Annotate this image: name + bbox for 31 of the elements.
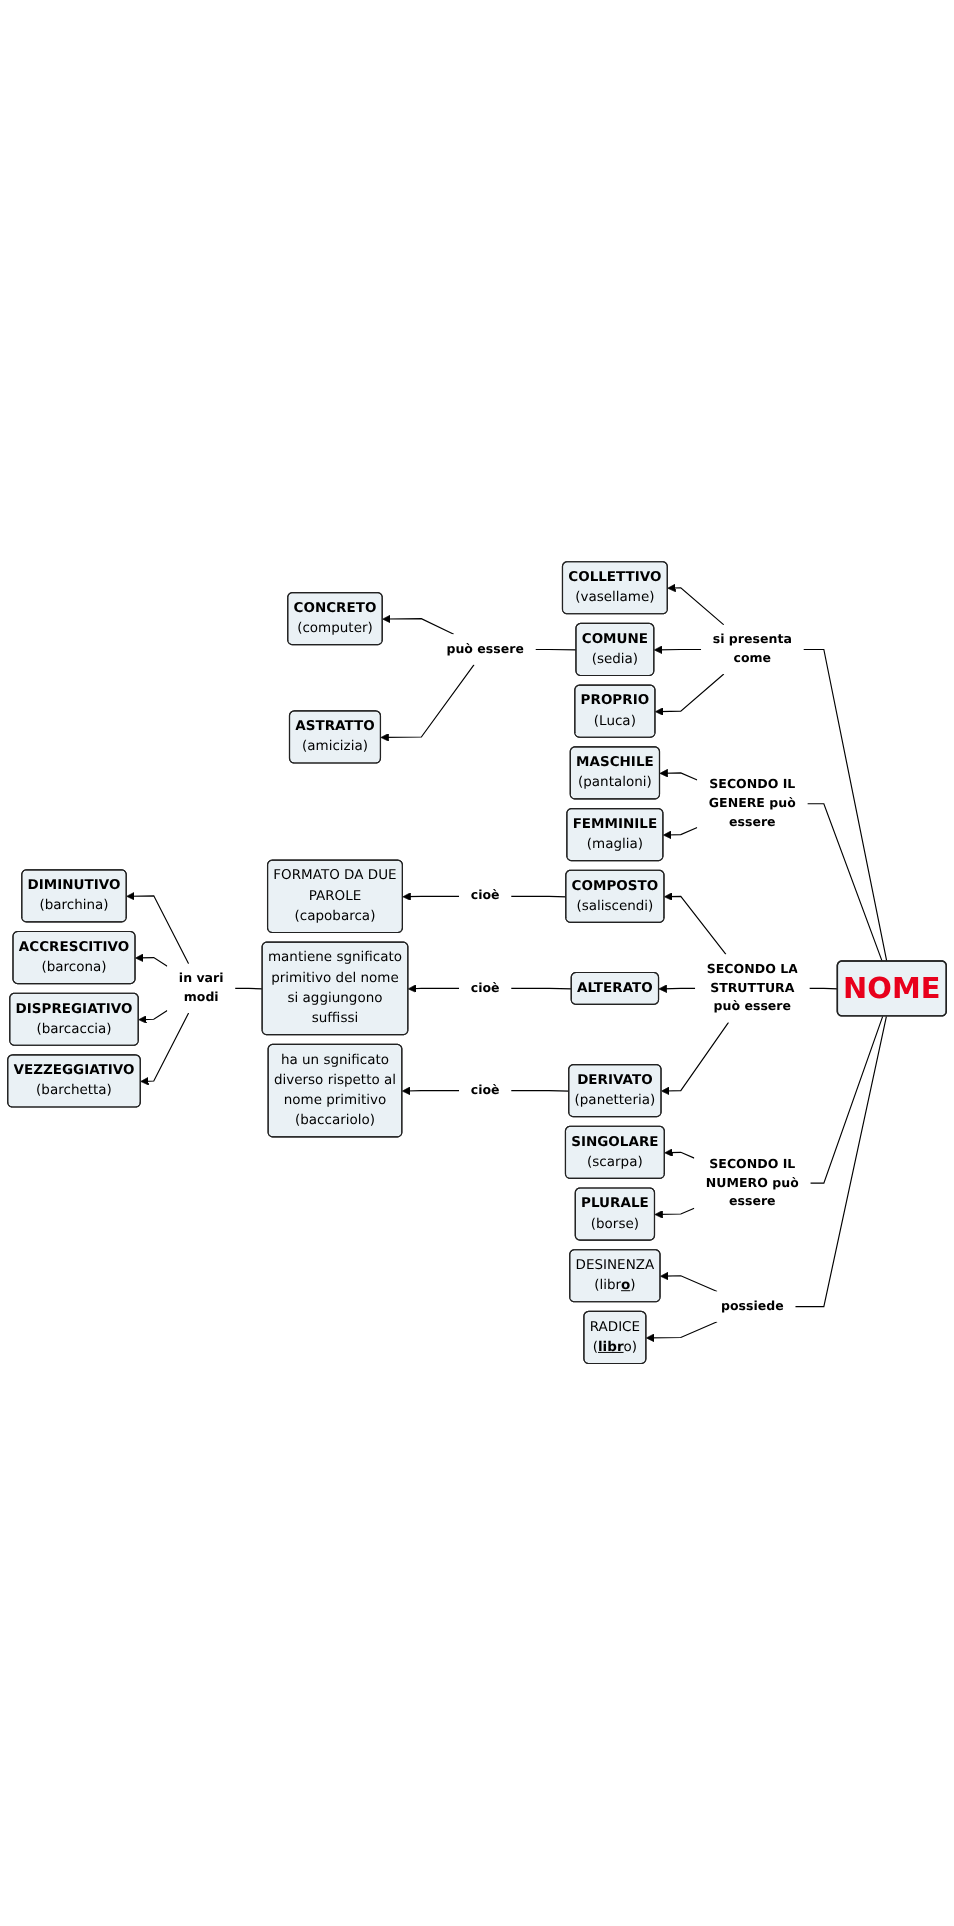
arrow <box>401 1087 460 1096</box>
connector <box>234 988 264 990</box>
arrow <box>663 827 698 840</box>
arrow <box>140 1012 190 1086</box>
arrow <box>659 769 698 781</box>
connector <box>809 1016 884 1185</box>
connector <box>794 1016 887 1308</box>
arrow <box>138 1010 168 1025</box>
connector <box>510 988 573 990</box>
arrow <box>658 984 696 994</box>
arrow <box>135 953 168 968</box>
arrow <box>664 1148 695 1160</box>
arrow <box>653 645 702 655</box>
connector <box>808 988 839 990</box>
arrow <box>126 892 190 965</box>
connector <box>510 896 567 898</box>
arrow <box>661 1022 730 1096</box>
arrow <box>664 892 727 956</box>
arrow <box>382 615 455 636</box>
arrow <box>645 1321 718 1343</box>
arrow <box>654 1208 695 1219</box>
arrow <box>660 1272 718 1293</box>
connector <box>806 803 883 963</box>
connector <box>802 649 888 963</box>
arrow <box>380 664 475 742</box>
arrow <box>655 673 725 717</box>
connector <box>510 1090 570 1093</box>
connector <box>534 649 577 651</box>
arrow <box>407 984 460 994</box>
arrow <box>667 584 725 626</box>
arrow <box>402 892 460 902</box>
